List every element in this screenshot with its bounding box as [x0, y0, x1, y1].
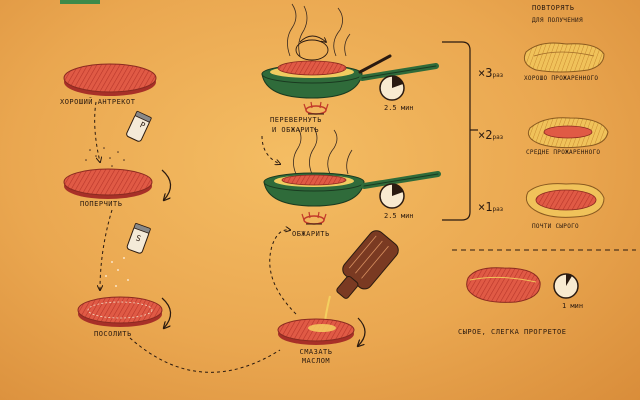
flip-arrow-1 [161, 169, 172, 200]
oil-bottle-icon [336, 230, 399, 299]
arrow-3 [129, 337, 281, 373]
steak-almost-raw [525, 183, 605, 218]
steak-rare [466, 267, 541, 303]
pepper-sprinkles [85, 147, 125, 167]
steak-oiled [277, 318, 355, 345]
multiplier-2: ×2раз [478, 128, 504, 142]
result-rare: сырое, слегка прогретое [458, 328, 567, 336]
flipping-steak [295, 35, 329, 61]
steam-bottom [293, 127, 353, 175]
salt-shaker-icon [126, 223, 151, 254]
timer-rare-icon [553, 273, 579, 299]
top-strip [60, 0, 100, 4]
steak-salted [77, 296, 163, 327]
multiplier-3: ×3раз [478, 66, 504, 80]
label-oil: смазать маслом [299, 348, 333, 365]
timer-bottom-icon [379, 183, 405, 209]
arrow-pan-flip [261, 135, 280, 164]
timer-bottom-text: 2.5 мин [384, 212, 414, 220]
label-flip-2: и обжарить [272, 126, 320, 134]
burner-bottom-icon [301, 211, 327, 225]
pepper-shaker-icon [126, 110, 152, 142]
repeat-bracket [442, 41, 471, 221]
result-medium: средне прожаренного [526, 149, 601, 156]
timer-top-icon [379, 75, 405, 101]
label-pepper: поперчить [80, 200, 123, 208]
result-well-done: хорошо прожаренного [524, 75, 599, 82]
salt-sprinkles [105, 257, 129, 287]
result-almost-raw: почти сырого [532, 223, 579, 230]
steak-medium [527, 117, 609, 149]
burner-top-icon [303, 101, 329, 115]
arrow-2 [100, 209, 113, 290]
repeat-header-2: для получения [532, 17, 583, 24]
pan-bottom [263, 171, 441, 207]
timer-rare-text: 1 мин [562, 302, 584, 310]
flip-arrow-3 [358, 317, 366, 346]
steak-peppered [63, 168, 153, 199]
arrow-to-pan [269, 230, 297, 315]
flip-arrow-2 [161, 297, 172, 328]
steak-well-done [523, 42, 605, 73]
steak-good [63, 63, 157, 96]
repeat-header-1: повторять [532, 4, 575, 12]
steam-top [287, 3, 351, 57]
label-flip-1: перевернуть [270, 116, 322, 124]
arrow-1 [94, 101, 100, 162]
timer-top-text: 2.5 мин [384, 104, 414, 112]
label-good-steak: хороший антрекот [60, 98, 136, 106]
label-salt: посолить [94, 330, 132, 338]
multiplier-1: ×1раз [478, 200, 504, 214]
label-fry: обжарить [292, 230, 330, 238]
pan-top [261, 54, 439, 99]
